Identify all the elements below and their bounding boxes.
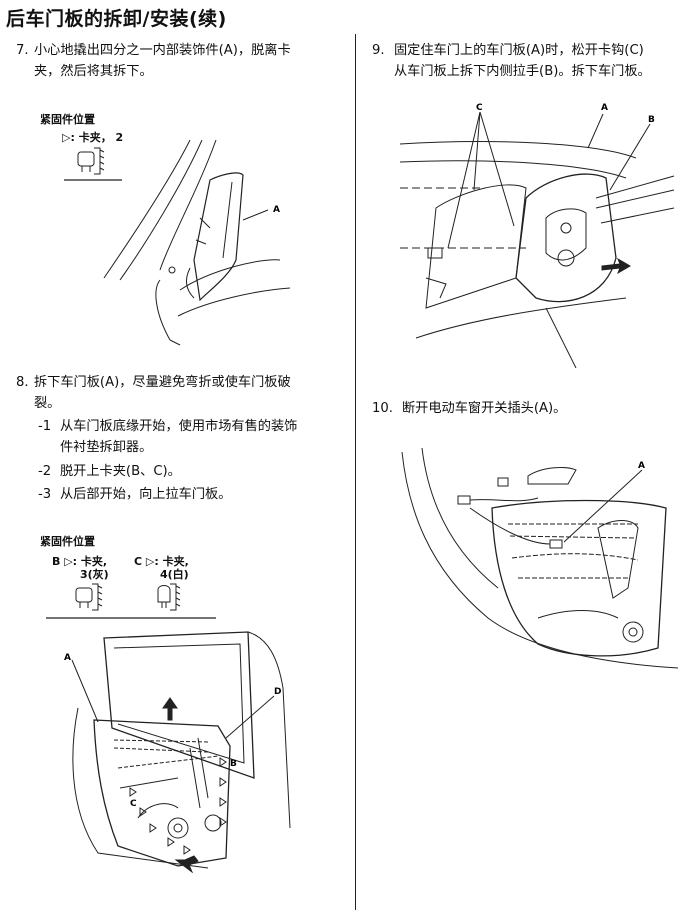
step-8-sub-3-line-1: 从后部开始，向上拉车门板。 xyxy=(60,487,232,502)
step-8-number: 8. xyxy=(16,375,29,390)
step-8-sub-1-line-1: 从车门板底缘开始，使用市场有售的装饰 xyxy=(60,419,298,434)
step-7-line-2: 夹，然后将其拆下。 xyxy=(34,64,153,79)
step-8-sub-3: -3 从后部开始，向上拉车门板。 xyxy=(38,484,348,505)
step-8-sub-3-number: -3 xyxy=(38,487,52,502)
clip-c-icon xyxy=(157,583,181,611)
step-8-callout-a: A xyxy=(64,653,71,663)
step-8-line-1: 拆下车门板(A)，尽量避免弯折或使车门板破 xyxy=(34,375,291,390)
step-10-number: 10. xyxy=(372,401,393,416)
column-divider xyxy=(355,34,356,910)
step-7-clip-label: ▷: 卡夹， 2 xyxy=(62,131,124,144)
step-9-line-1: 固定住车门上的车门板(A)时，松开卡钩(C) xyxy=(394,43,644,58)
clip-b-icon xyxy=(75,583,103,611)
clip-b-label: B ▷: 卡夹, xyxy=(52,555,108,568)
step-8-callout-c: C xyxy=(130,799,137,809)
clip-icon xyxy=(64,147,122,181)
step-10-callout-a: A xyxy=(638,461,645,471)
step-9-callout-c: C xyxy=(476,103,483,113)
step-7-figure: A xyxy=(64,140,291,346)
clip-c-sublabel: 4(白) xyxy=(160,568,189,581)
step-8-sub-2: -2 脱开上卡夹(B、C)。 xyxy=(38,461,348,482)
step-10: 10. 断开电动车窗开关插头(A)。 xyxy=(372,398,692,419)
step-10-line-1: 断开电动车窗开关插头(A)。 xyxy=(402,401,567,416)
step-8-callout-b: B xyxy=(230,759,237,769)
step-8-callout-d: D xyxy=(274,687,281,697)
step-8-sub-2-number: -2 xyxy=(38,464,52,479)
step-8-sub-1: -1 从车门板底缘开始，使用市场有售的装饰 件衬垫拆卸器。 xyxy=(38,416,348,458)
clip-b-sublabel: 3(灰) xyxy=(80,568,109,581)
clip-c-label: C ▷: 卡夹, xyxy=(134,555,189,568)
step-9-line-2: 从车门板上拆下内侧拉手(B)。拆下车门板。 xyxy=(394,64,651,79)
step-9-callout-a: A xyxy=(601,103,608,113)
step-8-figure: A D B C xyxy=(64,631,291,873)
step-9-figure: C A B xyxy=(399,103,675,368)
step-8-fastener-heading: 紧固件位置 xyxy=(40,535,95,548)
step-9: 9. 固定住车门上的车门板(A)时，松开卡钩(C) 从车门板上拆下内侧拉手(B)… xyxy=(372,40,692,82)
step-8: 8. 拆下车门板(A)，尽量避免弯折或使车门板破 裂。 xyxy=(16,372,346,414)
step-8-line-2: 裂。 xyxy=(34,396,61,411)
step-8-fastener-icons xyxy=(46,583,216,619)
step-7-line-1: 小心地撬出四分之一内部装饰件(A)，脱离卡 xyxy=(34,43,291,58)
step-8-sub-1-line-2: 件衬垫拆卸器。 xyxy=(60,440,153,455)
step-8-sub-2-line-1: 脱开上卡夹(B、C)。 xyxy=(60,464,181,479)
page-title: 后车门板的拆卸/安装(续) xyxy=(6,8,227,30)
step-8-sub-1-number: -1 xyxy=(38,419,52,434)
step-7-fastener-heading: 紧固件位置 xyxy=(40,113,95,126)
step-7-callout-a: A xyxy=(273,205,280,215)
step-7: 7. 小心地撬出四分之一内部装饰件(A)，脱离卡 夹，然后将其拆下。 xyxy=(16,40,346,82)
step-7-number: 7. xyxy=(16,43,29,58)
step-10-figure: A xyxy=(401,448,679,669)
step-9-callout-b: B xyxy=(648,115,655,125)
step-9-number: 9. xyxy=(372,43,385,58)
